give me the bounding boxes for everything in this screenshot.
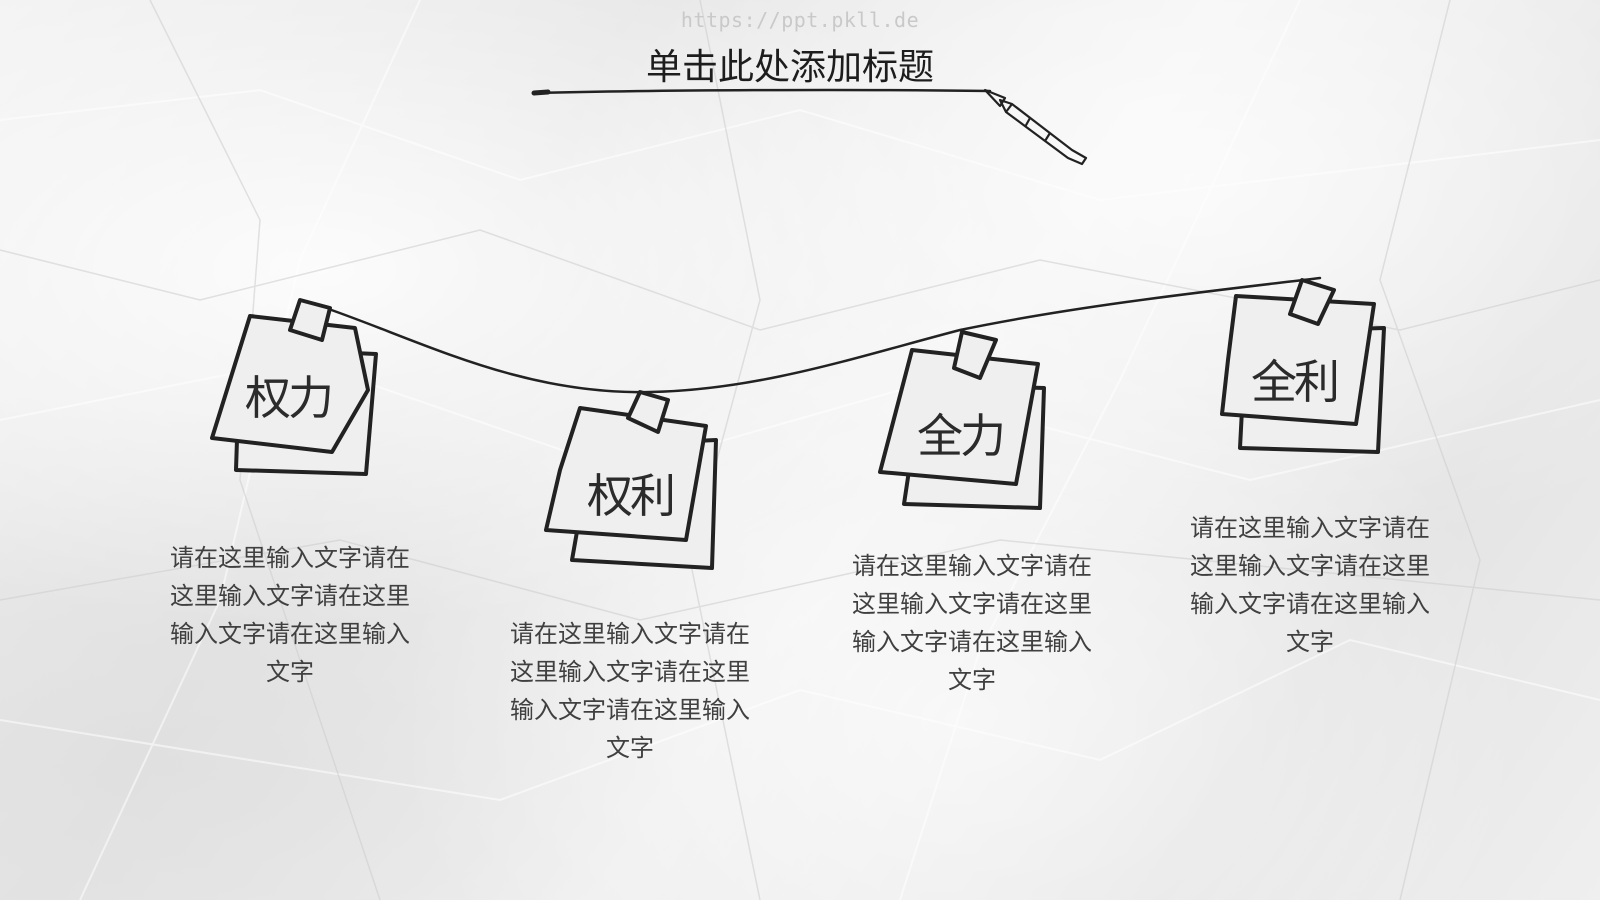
- sticky-note-1: [210, 298, 378, 476]
- note-label-3[interactable]: 全力: [917, 409, 1006, 463]
- note-text-2[interactable]: 请在这里输入文字请在这里输入文字请在这里输入文字请在这里输入文字: [510, 620, 750, 762]
- page-title[interactable]: 单击此处添加标题: [645, 47, 934, 88]
- title-underline: [531, 88, 992, 96]
- note-label-2[interactable]: 权利: [587, 469, 676, 523]
- fountain-pen-icon: [983, 88, 1088, 166]
- note-text-1[interactable]: 请在这里输入文字请在这里输入文字请在这里输入文字请在这里输入文字: [170, 544, 410, 686]
- watermark-url: https://ppt.pkll.de: [680, 8, 920, 32]
- string-rope: [318, 276, 1322, 394]
- note-label-4[interactable]: 全利: [1251, 355, 1340, 409]
- note-label-1[interactable]: 权力: [245, 371, 334, 425]
- sticky-note-3: [878, 330, 1046, 510]
- note-text-4[interactable]: 请在这里输入文字请在这里输入文字请在这里输入文字请在这里输入文字: [1190, 514, 1430, 656]
- note-text-3[interactable]: 请在这里输入文字请在这里输入文字请在这里输入文字请在这里输入文字: [852, 552, 1092, 694]
- sticky-note-4: [1220, 278, 1386, 454]
- sticky-note-2: [544, 390, 718, 570]
